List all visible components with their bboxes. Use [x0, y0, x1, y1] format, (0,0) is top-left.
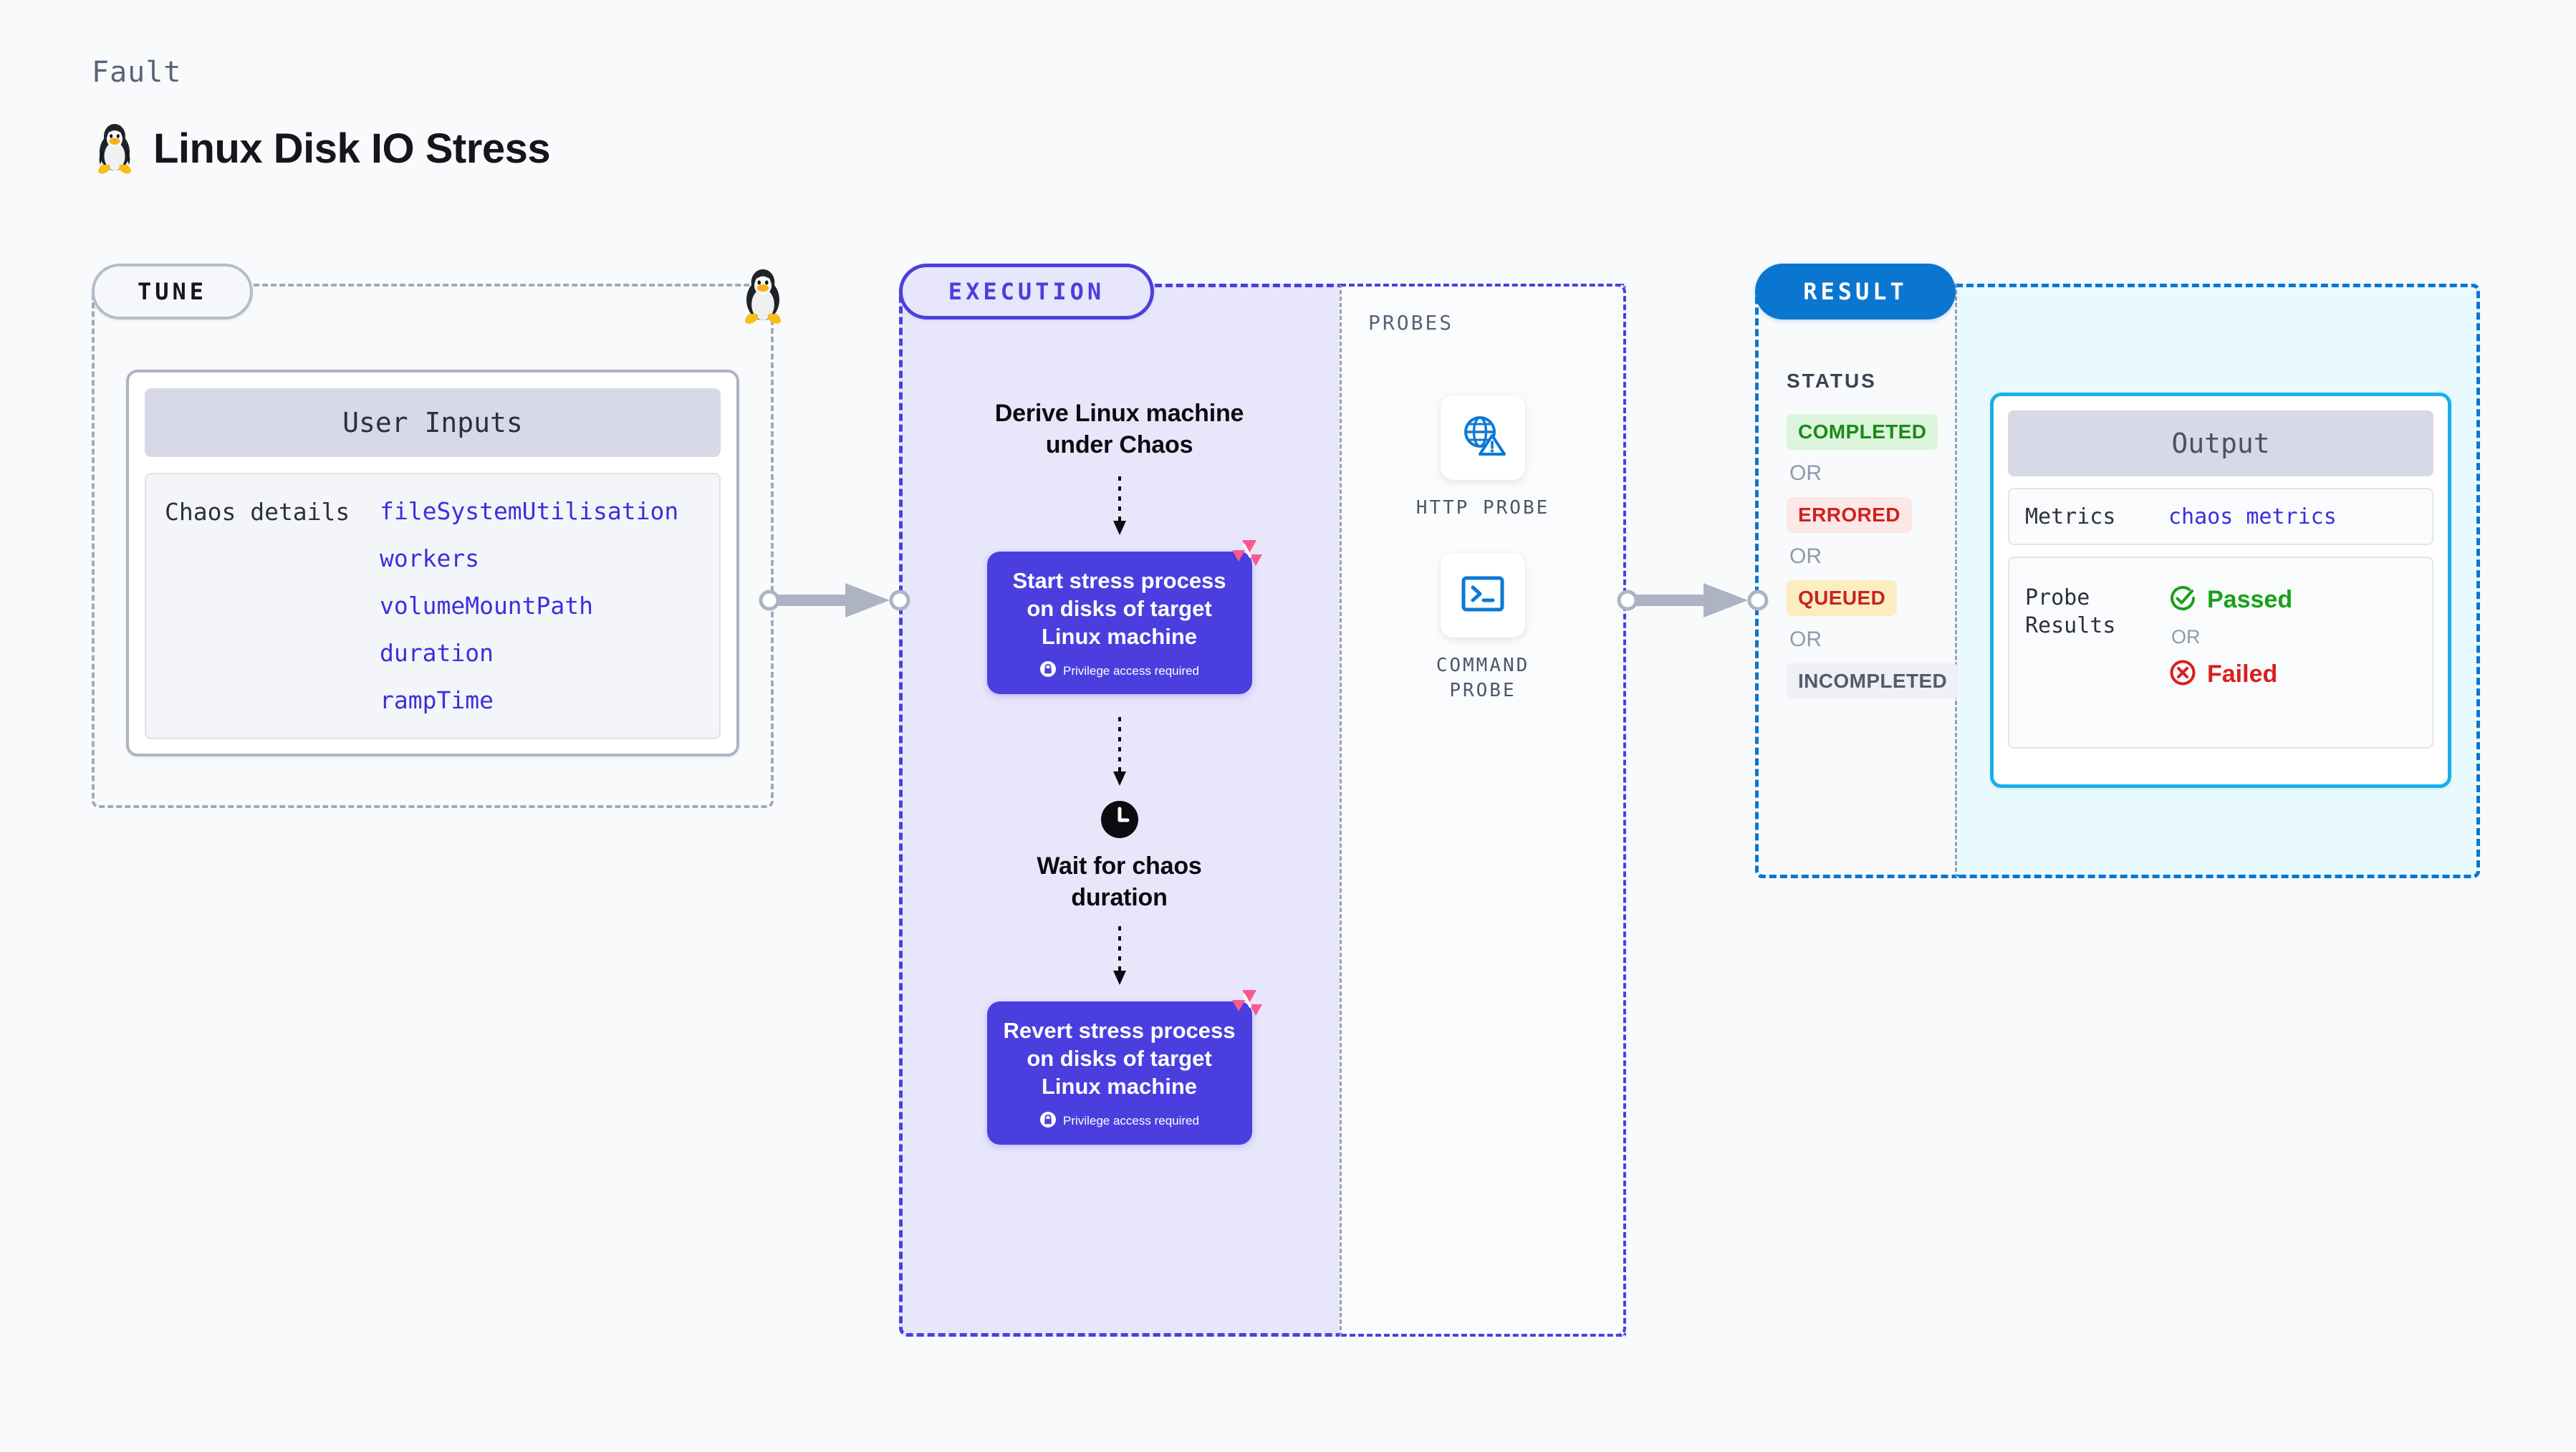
probe-http-tile: [1441, 395, 1525, 480]
probe-result-or: OR: [2171, 626, 2201, 648]
status-or-1: OR: [1789, 461, 1822, 485]
status-badge-queued: QUEUED: [1787, 580, 1898, 616]
linux-tux-icon: [92, 120, 138, 176]
probe-command[interactable]: COMMAND PROBE: [1390, 553, 1576, 703]
page-kicker: Fault: [92, 56, 182, 89]
output-card: Output Metrics chaos metrics Probe Resul…: [1990, 393, 2451, 788]
dashed-arrow-icon-2: [1109, 717, 1130, 792]
execution-step-revert-stress[interactable]: Revert stress process on disks of target…: [986, 990, 1262, 1145]
execution-step-derive-label: Derive Linux machine under Chaos: [994, 400, 1244, 458]
execution-step-wait-label: Wait for chaos duration: [1037, 852, 1202, 911]
probe-result-passed-label: Passed: [2207, 586, 2293, 613]
status-title: STATUS: [1787, 370, 1877, 392]
tune-linux-tux-icon: [738, 265, 788, 327]
probe-result-passed: Passed: [2168, 584, 2292, 616]
probe-http[interactable]: HTTP PROBE: [1390, 395, 1576, 521]
clock-icon: [1100, 799, 1140, 840]
output-probe-key: Probe Results: [2025, 585, 2116, 638]
output-row-metrics: Metrics chaos metrics: [2008, 488, 2433, 545]
lock-icon: [1039, 660, 1057, 681]
status-or-3: OR: [1789, 628, 1822, 651]
chaos-details-label: Chaos details: [165, 498, 350, 526]
output-header: Output: [2008, 410, 2433, 476]
user-inputs-card: User Inputs Chaos details fileSystemUtil…: [126, 370, 739, 756]
page-title-row: Linux Disk IO Stress: [92, 120, 551, 176]
input-duration[interactable]: duration: [380, 639, 494, 667]
privilege-note-revert-text: Privilege access required: [1063, 1114, 1199, 1128]
output-metrics-value[interactable]: chaos metrics: [2168, 504, 2337, 529]
status-list: COMPLETED OR ERRORED OR QUEUED OR INCOMP…: [1787, 414, 1959, 699]
status-badge-incompleted: INCOMPLETED: [1787, 663, 1959, 699]
terminal-icon: [1460, 573, 1506, 618]
execution-pill[interactable]: EXECUTION: [899, 264, 1154, 319]
lock-icon-2: [1039, 1111, 1057, 1132]
privilege-note-start-text: Privilege access required: [1063, 663, 1199, 678]
probe-http-label: HTTP PROBE: [1416, 497, 1550, 519]
privilege-note-revert: Privilege access required: [1000, 1111, 1239, 1132]
chaos-details-values: fileSystemUtilisation workers volumeMoun…: [380, 497, 678, 731]
output-row-probe-results: Probe Results Passed OR: [2008, 557, 2433, 749]
status-or-2: OR: [1789, 544, 1822, 568]
globe-warning-icon: [1459, 413, 1506, 463]
input-volumemountpath[interactable]: volumeMountPath: [380, 592, 594, 620]
tune-pill[interactable]: TUNE: [92, 264, 253, 319]
probe-command-tile: [1441, 553, 1525, 638]
litmus-chaos-icon-2: [1229, 986, 1264, 1020]
execution-step-start-stress-title: Start stress process on disks of target …: [1012, 568, 1226, 649]
user-inputs-body: Chaos details fileSystemUtilisation work…: [145, 473, 721, 739]
execution-step-revert-stress-title: Revert stress process on disks of target…: [1003, 1018, 1236, 1099]
probe-result-failed-label: Failed: [2207, 660, 2278, 688]
probes-title: PROBES: [1368, 311, 1454, 335]
probe-command-label: COMMAND PROBE: [1436, 655, 1530, 702]
tune-to-execution-arrow: [759, 579, 917, 622]
page-title: Linux Disk IO Stress: [153, 125, 551, 172]
input-workers[interactable]: workers: [380, 544, 480, 572]
check-circle-icon: [2168, 584, 2197, 616]
dashed-arrow-icon: [1109, 476, 1130, 542]
status-badge-errored: ERRORED: [1787, 497, 1912, 533]
dashed-arrow-icon-3: [1109, 926, 1130, 991]
tune-panel: [92, 284, 774, 808]
litmus-chaos-icon: [1229, 536, 1264, 570]
result-pill[interactable]: RESULT: [1755, 264, 1956, 319]
input-filesystemutilisation[interactable]: fileSystemUtilisation: [380, 497, 679, 525]
output-probe-values: Passed OR Failed: [2168, 584, 2292, 691]
status-badge-completed: COMPLETED: [1787, 414, 1938, 450]
input-ramptime[interactable]: rampTime: [380, 686, 494, 714]
privilege-note-start: Privilege access required: [1000, 660, 1239, 681]
execution-flow: Derive Linux machine under Chaos Start s…: [899, 284, 1340, 1337]
x-circle-icon: [2168, 658, 2197, 691]
probe-result-failed: Failed: [2168, 658, 2292, 691]
execution-step-start-stress[interactable]: Start stress process on disks of target …: [986, 540, 1262, 695]
user-inputs-header: User Inputs: [145, 388, 721, 457]
execution-to-result-arrow: [1617, 579, 1775, 622]
output-metrics-key: Metrics: [2025, 504, 2116, 529]
